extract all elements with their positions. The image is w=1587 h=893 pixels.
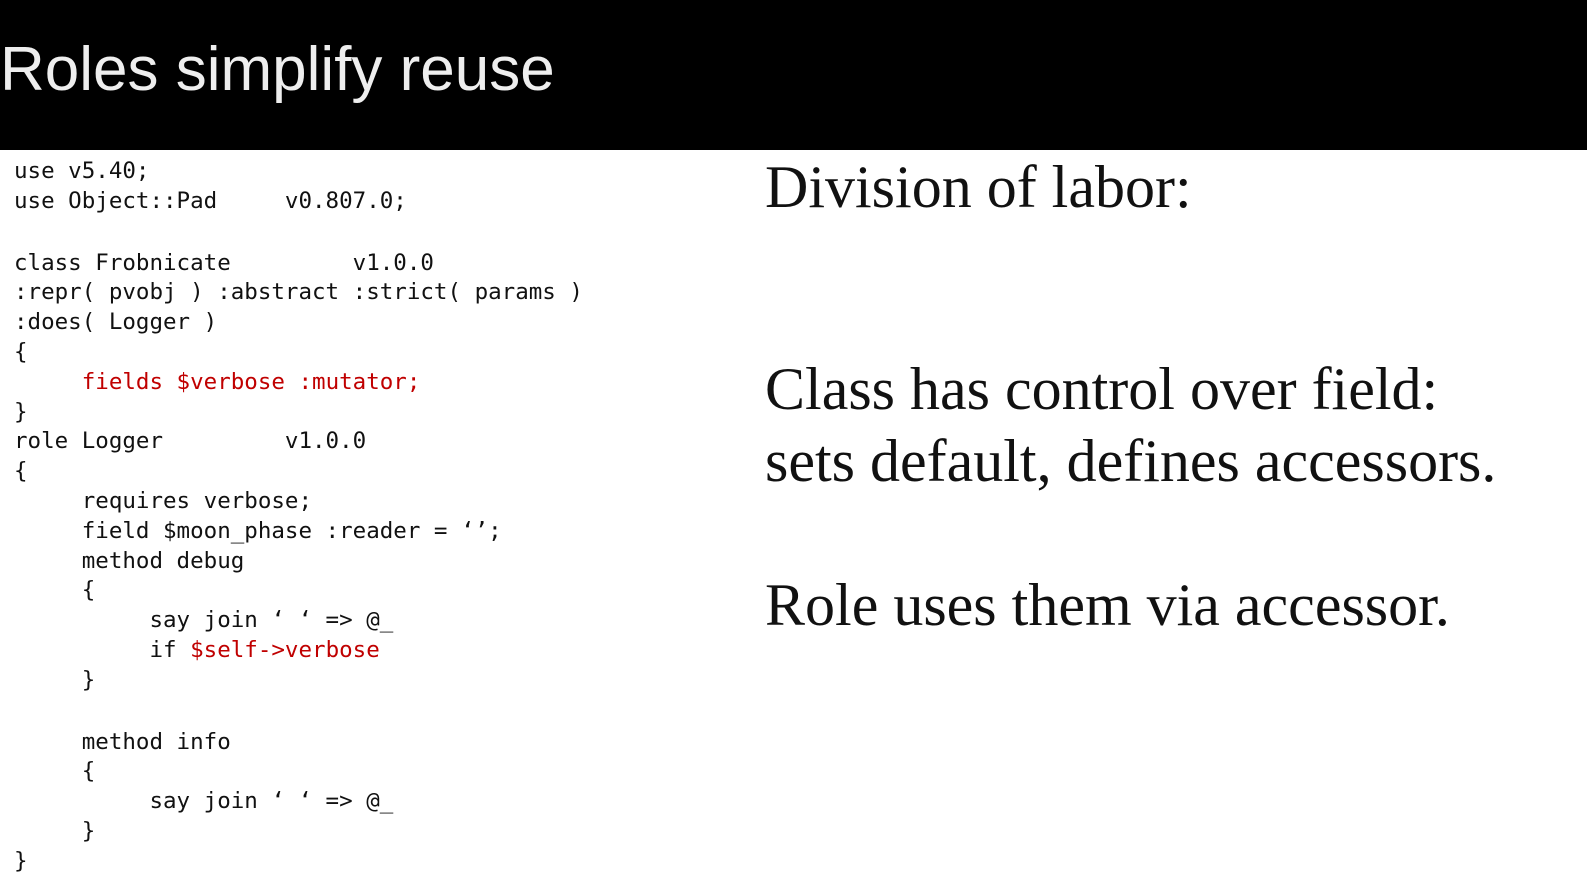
code-line: method debug (14, 547, 744, 577)
code-text: { (14, 338, 28, 365)
code-line: { (14, 757, 744, 787)
notes-role-line: Role uses them via accessor. (765, 572, 1450, 638)
code-text: say join ‘ ‘ => @_ (14, 607, 394, 634)
slide-title: Roles simplify reuse (0, 35, 555, 104)
code-line: } (14, 398, 744, 428)
code-line (14, 217, 744, 249)
code-line: { (14, 576, 744, 606)
code-text: use Object::Pad v0.807.0; (14, 187, 407, 214)
code-line: use Object::Pad v0.807.0; (14, 187, 744, 217)
code-text: { (14, 577, 96, 604)
notes-heading: Division of labor: (765, 154, 1192, 220)
code-text: field $moon_phase :reader = ‘’; (14, 517, 502, 544)
code-line: field $moon_phase :reader = ‘’; (14, 517, 744, 547)
code-text: use v5.40; (14, 158, 150, 184)
code-line (14, 696, 744, 728)
code-line: } (14, 847, 744, 877)
code-text: class Frobnicate v1.0.0 (14, 249, 434, 276)
code-highlight: $self->verbose (190, 636, 380, 663)
code-text: :does( Logger ) (14, 309, 218, 336)
code-text: role Logger v1.0.0 (14, 428, 367, 455)
code-block: use v5.40;use Object::Pad v0.807.0;class… (14, 157, 744, 877)
code-text: method debug (14, 547, 245, 574)
notes-class-line-2: sets default, defines accessors. (765, 428, 1497, 494)
code-line: class Frobnicate v1.0.0 (14, 249, 744, 279)
code-line: :does( Logger ) (14, 308, 744, 338)
code-text: } (14, 666, 96, 693)
code-highlight: fields $verbose :mutator; (81, 368, 421, 395)
code-text: { (14, 758, 96, 785)
code-line: fields $verbose :mutator; (14, 368, 744, 398)
code-line: } (14, 817, 744, 847)
code-line: role Logger v1.0.0 (14, 427, 744, 457)
code-line: method info (14, 728, 744, 758)
code-text: } (14, 398, 28, 425)
code-text: { (14, 458, 28, 485)
code-line: if $self->verbose (14, 636, 744, 666)
code-text (14, 369, 82, 395)
code-line: requires verbose; (14, 487, 744, 517)
title-bar: Roles simplify reuse (0, 0, 1587, 150)
code-line: use v5.40; (14, 157, 744, 187)
code-text: } (14, 817, 96, 844)
code-text: } (14, 847, 28, 874)
code-line: :repr( pvobj ) :abstract :strict( params… (14, 278, 744, 308)
code-text: say join ‘ ‘ => @_ (14, 788, 394, 815)
code-line: say join ‘ ‘ => @_ (14, 606, 744, 636)
notes-class-line-1: Class has control over field: (765, 356, 1439, 422)
code-text: method info (14, 728, 231, 755)
code-line: { (14, 457, 744, 487)
code-line: } (14, 666, 744, 696)
code-text: if (14, 636, 191, 663)
code-text: requires verbose; (14, 487, 313, 514)
code-line: say join ‘ ‘ => @_ (14, 787, 744, 817)
code-line: { (14, 338, 744, 368)
code-text: :repr( pvobj ) :abstract :strict( params… (14, 279, 583, 306)
